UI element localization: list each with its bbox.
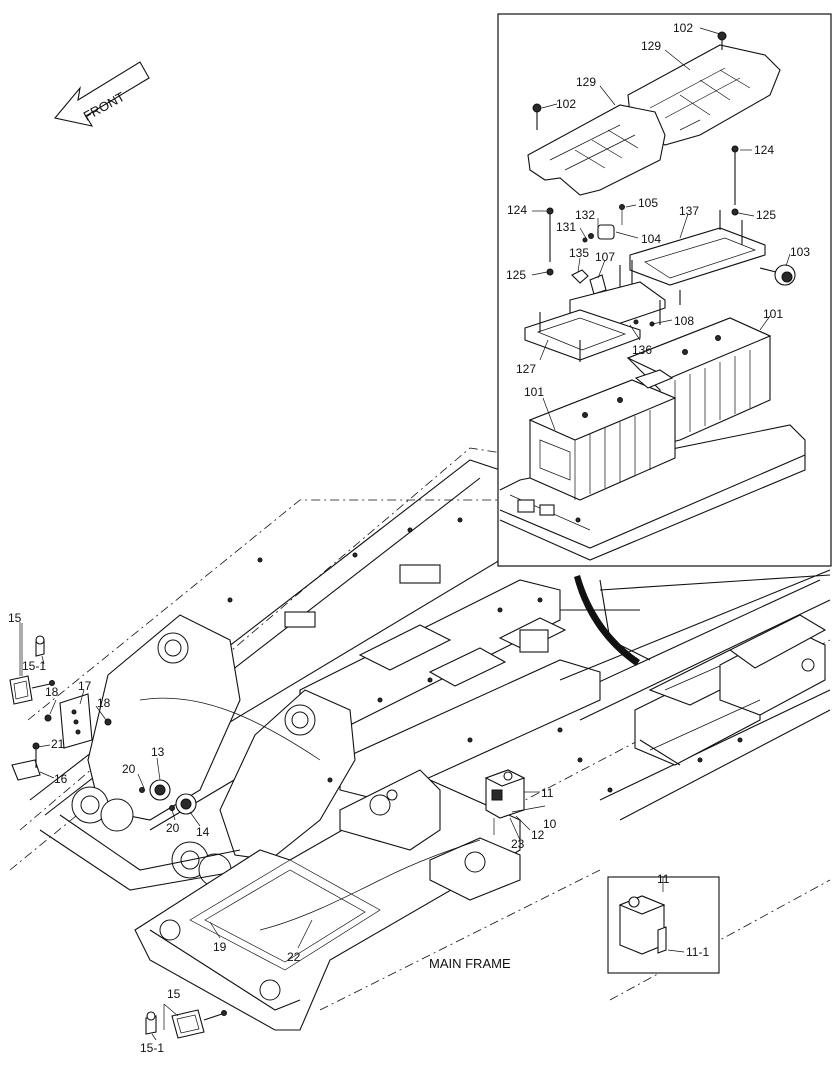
callout-129-lower: 129 [576,75,596,89]
callout-19: 19 [213,940,227,954]
callout-22: 22 [287,950,301,964]
callout-124-right: 124 [754,143,774,157]
harness-labels: 19 22 [209,919,313,964]
callout-102-left: 102 [556,97,576,111]
callout-18-left: 18 [45,685,59,699]
callout-107: 107 [595,250,615,264]
callout-137: 137 [679,204,699,218]
callout-11: 11 [541,786,554,800]
work-lamp-bottom: 15 15-1 [140,987,227,1055]
tank-detail-box: 11 11-1 [607,872,720,974]
callout-10: 10 [543,817,557,831]
callout-132: 132 [575,208,595,222]
callout-15-1-bottom: 15-1 [140,1041,164,1055]
horn-assembly: 13 20 20 14 [122,745,210,839]
callout-13: 13 [151,745,165,759]
callout-15-bottom: 15 [167,987,181,1001]
callout-108: 108 [674,314,694,328]
callout-104: 104 [641,232,661,246]
main-frame [9,447,831,1031]
callout-124-left: 124 [507,203,527,217]
section-label: MAIN FRAME [429,956,511,971]
callout-125-left: 125 [506,268,526,282]
detail-leader-curve [574,575,640,666]
callout-105: 105 [638,196,658,210]
callout-20-upper: 20 [122,762,136,776]
work-lamp-left: 15 15-1 17 18 18 21 16 [8,611,112,786]
callout-20-lower: 20 [166,821,180,835]
installed-batteries [634,614,827,766]
callout-12: 12 [531,828,545,842]
callout-11-detail: 11 [657,872,670,886]
callout-14: 14 [196,825,210,839]
callout-125-right: 125 [756,208,776,222]
callout-101-left: 101 [524,385,544,399]
callout-18-right: 18 [97,696,111,710]
callout-21: 21 [51,737,65,751]
callout-127: 127 [516,362,536,376]
detail-leaders [531,27,791,431]
callout-15-top: 15 [8,611,22,625]
front-arrow: FRONT [53,61,150,127]
callout-136: 136 [632,343,652,357]
washer-tank: 11 10 12 23 [484,769,557,851]
battery-detail-box: 102 129 129 102 124 124 105 137 125 132 … [497,13,832,567]
callout-15-1-top: 15-1 [22,659,46,673]
callout-102-top: 102 [673,21,693,35]
callout-101-right: 101 [763,307,783,321]
callout-16: 16 [54,772,68,786]
bolt-marks [227,517,743,793]
callout-23: 23 [511,837,525,851]
callout-135: 135 [569,246,589,260]
callout-11-1: 11-1 [686,945,709,959]
callout-17: 17 [78,679,92,693]
callout-129-top: 129 [641,39,661,53]
callout-103: 103 [790,245,810,259]
callout-131: 131 [556,220,576,234]
